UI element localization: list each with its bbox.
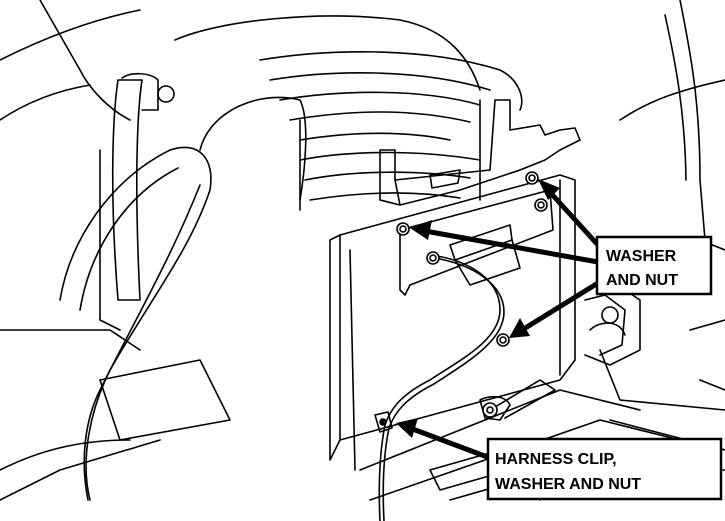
arrow-to-left-nut	[410, 220, 599, 265]
callout-harness-clip-line1: HARNESS CLIP,	[495, 451, 617, 468]
right-frame	[609, 0, 725, 471]
armrest	[59, 146, 212, 501]
arrow-to-harness-clip	[396, 418, 491, 461]
callout-harness-clip: HARNESS CLIP, WASHER AND NUT	[486, 437, 723, 501]
arrow-to-upper-nut	[538, 179, 600, 247]
callout-washer-nut-box	[595, 235, 713, 296]
nut-left-upper	[396, 222, 410, 236]
nuts	[396, 171, 548, 418]
nut-left-lower	[426, 251, 440, 265]
seat-cushion	[174, 15, 523, 201]
callout-washer-nut-line1: WASHER	[606, 248, 677, 265]
callout-harness-clip-line2: WASHER AND NUT	[495, 476, 641, 493]
right-linkage	[574, 279, 725, 411]
nut-bolt-sleeve	[482, 402, 498, 418]
nut-lower	[496, 333, 510, 347]
bellows	[299, 99, 481, 211]
upper-bracket	[379, 99, 581, 206]
mounting-plate	[329, 174, 576, 471]
harness-clip	[374, 411, 393, 433]
arrow-to-lower-nut	[509, 280, 600, 338]
harness-wire	[378, 254, 505, 521]
callout-washer-nut: WASHER AND NUT	[595, 235, 713, 296]
leader-arrows	[396, 179, 600, 461]
left-post	[99, 72, 175, 331]
callout-harness-clip-box	[486, 437, 723, 501]
nut-mid-right	[534, 198, 548, 212]
callout-washer-nut-line2: AND NUT	[606, 272, 678, 289]
left-frame	[0, 0, 231, 501]
nut-upper-right	[525, 171, 539, 185]
